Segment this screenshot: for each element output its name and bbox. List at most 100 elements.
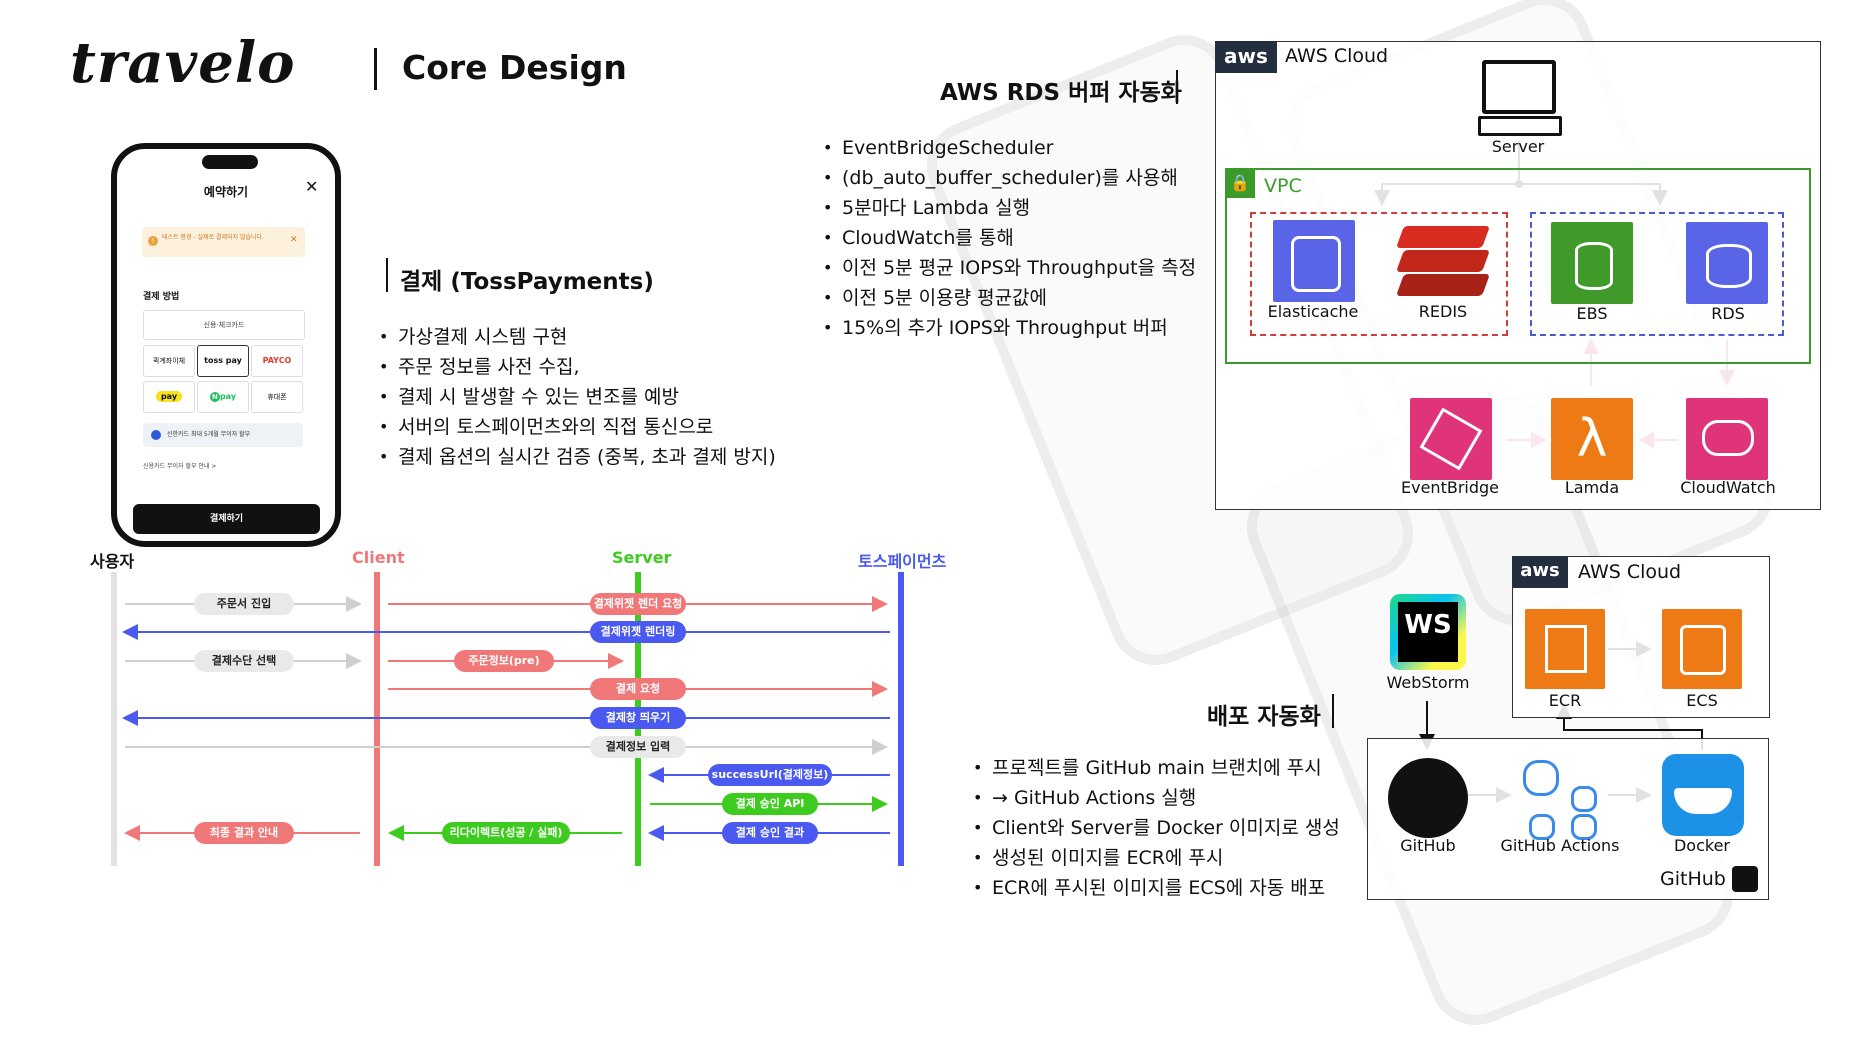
alert-text: 테스트 환경 - 실제로 결제되지 않습니다.	[162, 234, 264, 241]
aws-logo: aws	[1512, 556, 1568, 588]
tosspay-option[interactable]: toss pay	[197, 345, 249, 377]
server-icon	[1478, 60, 1562, 136]
travelo-logo: travelo	[70, 30, 296, 96]
rds-bullets: EventBridgeScheduler (db_auto_buffer_sch…	[820, 133, 1220, 343]
server-label: Server	[1491, 137, 1545, 156]
lifeline-user	[111, 572, 117, 866]
ecr-icon	[1525, 609, 1605, 689]
msg-redirect: 리다이렉트(성공 / 실패)	[442, 822, 570, 844]
github-box-label: GitHub	[1660, 868, 1726, 890]
payco-option[interactable]: PAYCO	[251, 345, 303, 377]
kakaopay-option[interactable]: pay	[143, 381, 195, 413]
msg-order-pre: 주문정보(pre)	[454, 650, 554, 672]
actions-node	[1571, 786, 1597, 812]
mobile-option[interactable]: 휴대폰	[251, 381, 303, 413]
keyboard-shape	[1478, 116, 1562, 136]
storage-group	[1530, 212, 1784, 336]
webstorm-label: WebStorm	[1386, 673, 1470, 692]
eventbridge-symbol	[1419, 407, 1483, 471]
promo-banner[interactable]: 신한카드 최대 5개월 무이자 할부	[143, 423, 303, 447]
deploy-heading: 배포 자동화	[1207, 704, 1321, 730]
redis-label: REDIS	[1418, 302, 1468, 321]
cloudwatch-symbol	[1702, 420, 1754, 456]
rds-heading: AWS RDS 버퍼 자동화	[940, 80, 1182, 106]
payment-bullet: 주문 정보를 사전 수집,	[376, 352, 816, 382]
rds-label: RDS	[1711, 304, 1745, 323]
heading-bar	[386, 258, 388, 292]
ecr-symbol	[1545, 625, 1587, 673]
cache-group	[1250, 212, 1508, 336]
heading-bar	[1332, 694, 1334, 728]
deploy-bullets: 프로젝트를 GitHub main 브랜치에 푸시 → GitHub Actio…	[970, 753, 1370, 903]
card-option[interactable]: 신용·체크카드	[143, 310, 305, 340]
lambda-label: Lamda	[1564, 478, 1620, 497]
ecs-label: ECS	[1686, 691, 1718, 710]
rds-bullet: CloudWatch를 통해	[820, 223, 1220, 253]
header-divider	[374, 48, 377, 90]
aws-logo: aws	[1215, 41, 1277, 73]
cloudwatch-label: CloudWatch	[1680, 478, 1776, 497]
eventbridge-label: EventBridge	[1401, 478, 1499, 497]
msg-select-method: 결제수단 선택	[194, 650, 294, 672]
msg-approval-api: 결제 승인 API	[722, 793, 818, 815]
vpc-box	[1225, 168, 1811, 364]
lock-icon: 🔒	[1225, 168, 1255, 198]
webstorm-icon: WS	[1390, 594, 1466, 670]
ecs-icon	[1662, 609, 1742, 689]
naverpay-icon: N	[209, 392, 220, 402]
page-title: Core Design	[402, 48, 627, 87]
elasticache-icon	[1273, 220, 1355, 302]
pay-button[interactable]: 결제하기	[133, 504, 320, 534]
payment-bullet: 서버의 토스페이먼츠와의 직접 통신으로	[376, 412, 816, 442]
msg-final-result: 최종 결과 안내	[194, 822, 294, 844]
payment-method-label: 결제 방법	[143, 292, 180, 302]
webstorm-inner: WS	[1398, 602, 1458, 662]
payment-bullet-continued: 결제 시 발생할 수 있는 변조를 예방	[376, 382, 816, 412]
redis-icon	[1395, 220, 1491, 300]
msg-payment-request: 결제 요청	[590, 678, 686, 700]
docker-icon	[1662, 754, 1744, 836]
installment-link[interactable]: 신용카드 무이자 할부 안내 >	[143, 463, 217, 470]
alert-close-icon[interactable]: ✕	[290, 235, 298, 245]
payment-heading: 결제 (TossPayments)	[400, 269, 654, 295]
payment-bullet: 가상결제 시스템 구현	[376, 322, 816, 352]
ebs-symbol	[1575, 242, 1613, 290]
elasticache-label: Elasticache	[1267, 302, 1359, 321]
rds-icon	[1686, 222, 1768, 304]
docker-whale	[1674, 788, 1732, 814]
rds-bullet-continued: (db_auto_buffer_scheduler)를 사용해	[820, 163, 1220, 193]
redis-layer	[1395, 274, 1491, 296]
cloudwatch-icon	[1686, 398, 1768, 480]
actions-node	[1571, 814, 1597, 840]
msg-open-payment-window: 결제창 띄우기	[590, 707, 686, 729]
promo-text: 신한카드 최대 5개월 무이자 할부	[167, 431, 251, 438]
redis-layer	[1395, 226, 1491, 248]
rds-bullet-continued: 15%의 추가 IOPS와 Throughput 버퍼	[820, 313, 1220, 343]
ecs-symbol	[1680, 625, 1726, 675]
kakaopay-badge: pay	[155, 391, 183, 402]
deploy-bullet: 프로젝트를 GitHub main 브랜치에 푸시	[970, 753, 1370, 783]
test-alert: ! 테스트 환경 - 실제로 결제되지 않습니다. ✕	[142, 227, 305, 257]
ebs-icon	[1551, 222, 1633, 304]
close-icon[interactable]: ✕	[305, 177, 319, 196]
deploy-bullet: ECR에 푸시된 이미지를 ECS에 자동 배포	[970, 873, 1370, 903]
actor-user: 사용자	[90, 552, 135, 571]
msg-success-url: successUrl(결제정보)	[708, 764, 832, 786]
rds-bullet: EventBridgeScheduler	[820, 133, 1220, 163]
deploy-bullet: Client와 Server를 Docker 이미지로 생성	[970, 813, 1370, 843]
actions-node	[1523, 760, 1559, 796]
actor-client: Client	[352, 548, 405, 567]
aws-cloud-label: AWS Cloud	[1578, 561, 1682, 583]
actions-node	[1529, 814, 1555, 840]
github-actions-label: GitHub Actions	[1500, 836, 1620, 855]
quick-transfer-option[interactable]: 퀵계좌이체	[143, 345, 195, 377]
github-small-icon	[1732, 866, 1758, 892]
rds-symbol	[1706, 244, 1752, 288]
phone-notch	[202, 155, 258, 169]
eventbridge-icon	[1410, 398, 1492, 480]
rds-bullet: 이전 5분 이용량 평균값에	[820, 283, 1220, 313]
phone-mockup: 예약하기 ✕ ! 테스트 환경 - 실제로 결제되지 않습니다. ✕ 결제 방법…	[111, 143, 341, 547]
vpc-label: VPC	[1264, 175, 1302, 197]
heading-bar	[1176, 70, 1178, 104]
